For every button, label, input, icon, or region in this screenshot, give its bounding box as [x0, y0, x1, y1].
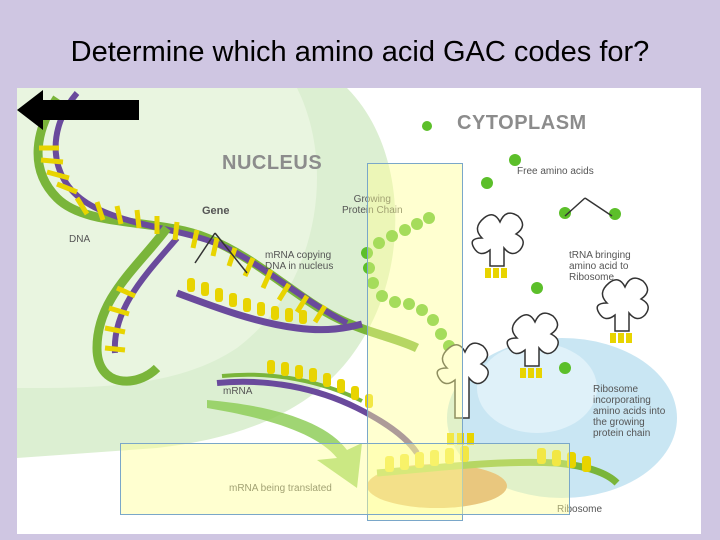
left-arrow-icon	[17, 90, 139, 130]
ribosome-small-subunit	[367, 464, 507, 508]
mrna-label: mRNA	[223, 386, 253, 397]
highlight-vertical-box	[367, 163, 463, 521]
slide-title: Determine which amino acid GAC codes for…	[70, 36, 650, 68]
nucleus-label: NUCLEUS	[222, 152, 323, 174]
mrna-copying-label: mRNA copying DNA in nucleus	[265, 250, 334, 272]
highlight-horizontal-box	[120, 443, 570, 515]
mrna-strand	[216, 378, 420, 455]
ribosome-incorporating-label: Ribosome incorporating amino acids into …	[593, 384, 666, 439]
mrna-translated-label: mRNA being translated	[229, 483, 332, 494]
cytoplasm-label: CYTOPLASM	[457, 112, 587, 134]
dna-label: DNA	[69, 234, 91, 245]
mrna-copying-strand	[175, 289, 363, 334]
direction-arrow	[207, 400, 362, 488]
ribosome-label: Ribosome	[557, 504, 603, 515]
gene-label: Gene	[202, 205, 230, 217]
free-amino-acids-label: Free amino acids	[517, 166, 594, 177]
growing-protein-chain-label: Growing Protein Chain	[342, 194, 403, 216]
protein-synthesis-diagram: CYTOPLASM NUCLEUS Free amino acids Growi…	[17, 88, 701, 534]
trna-bringing-label: tRNA bringing amino acid to Ribosome	[569, 250, 631, 283]
diagram-artwork	[17, 88, 677, 508]
